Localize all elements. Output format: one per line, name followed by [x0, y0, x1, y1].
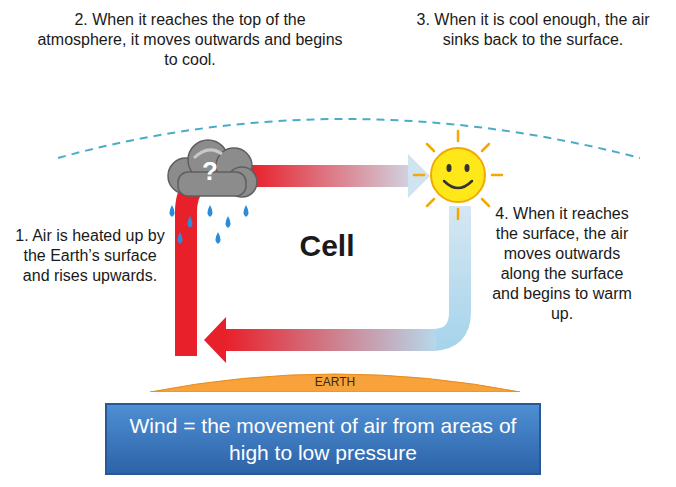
sun-smile [444, 181, 472, 188]
upper-air-arrow [250, 165, 410, 187]
sun-icon [414, 131, 502, 219]
atmosphere-line [58, 119, 640, 158]
definition-box-text: Wind = the movement of air from areas of… [105, 412, 541, 466]
definition-box-outline [105, 403, 541, 475]
step-note: 4. When it reaches the surface, the air … [492, 204, 632, 324]
upper-arrow-head [408, 154, 430, 198]
rain-cloud-text: ? [158, 156, 262, 186]
earth-band: EARTH [148, 356, 522, 392]
cell-title: Cell [262, 228, 392, 264]
earth-band-text: EARTH [148, 375, 522, 389]
surface-arrow-head [204, 317, 226, 363]
rain-cloud: ? [158, 136, 262, 202]
raindrops [170, 205, 249, 244]
sun-disc [431, 148, 485, 202]
sinking-air-arrow [432, 206, 460, 340]
sun-eye [447, 164, 452, 172]
question-mark: ? [158, 156, 262, 186]
step-note: 3. When it is cool enough, the air sinks… [398, 10, 668, 50]
surface-air-arrow [224, 329, 436, 351]
step-note: 2. When it reaches the top of the atmosp… [30, 10, 350, 70]
definition-box: Wind = the movement of air from areas of… [105, 403, 541, 475]
sun-eye [465, 164, 470, 172]
earth-label: EARTH [148, 375, 522, 389]
step-note: 1. Air is heated up by the Earth’s surfa… [14, 226, 166, 286]
definition-text: Wind = the movement of air from areas of… [105, 412, 541, 466]
